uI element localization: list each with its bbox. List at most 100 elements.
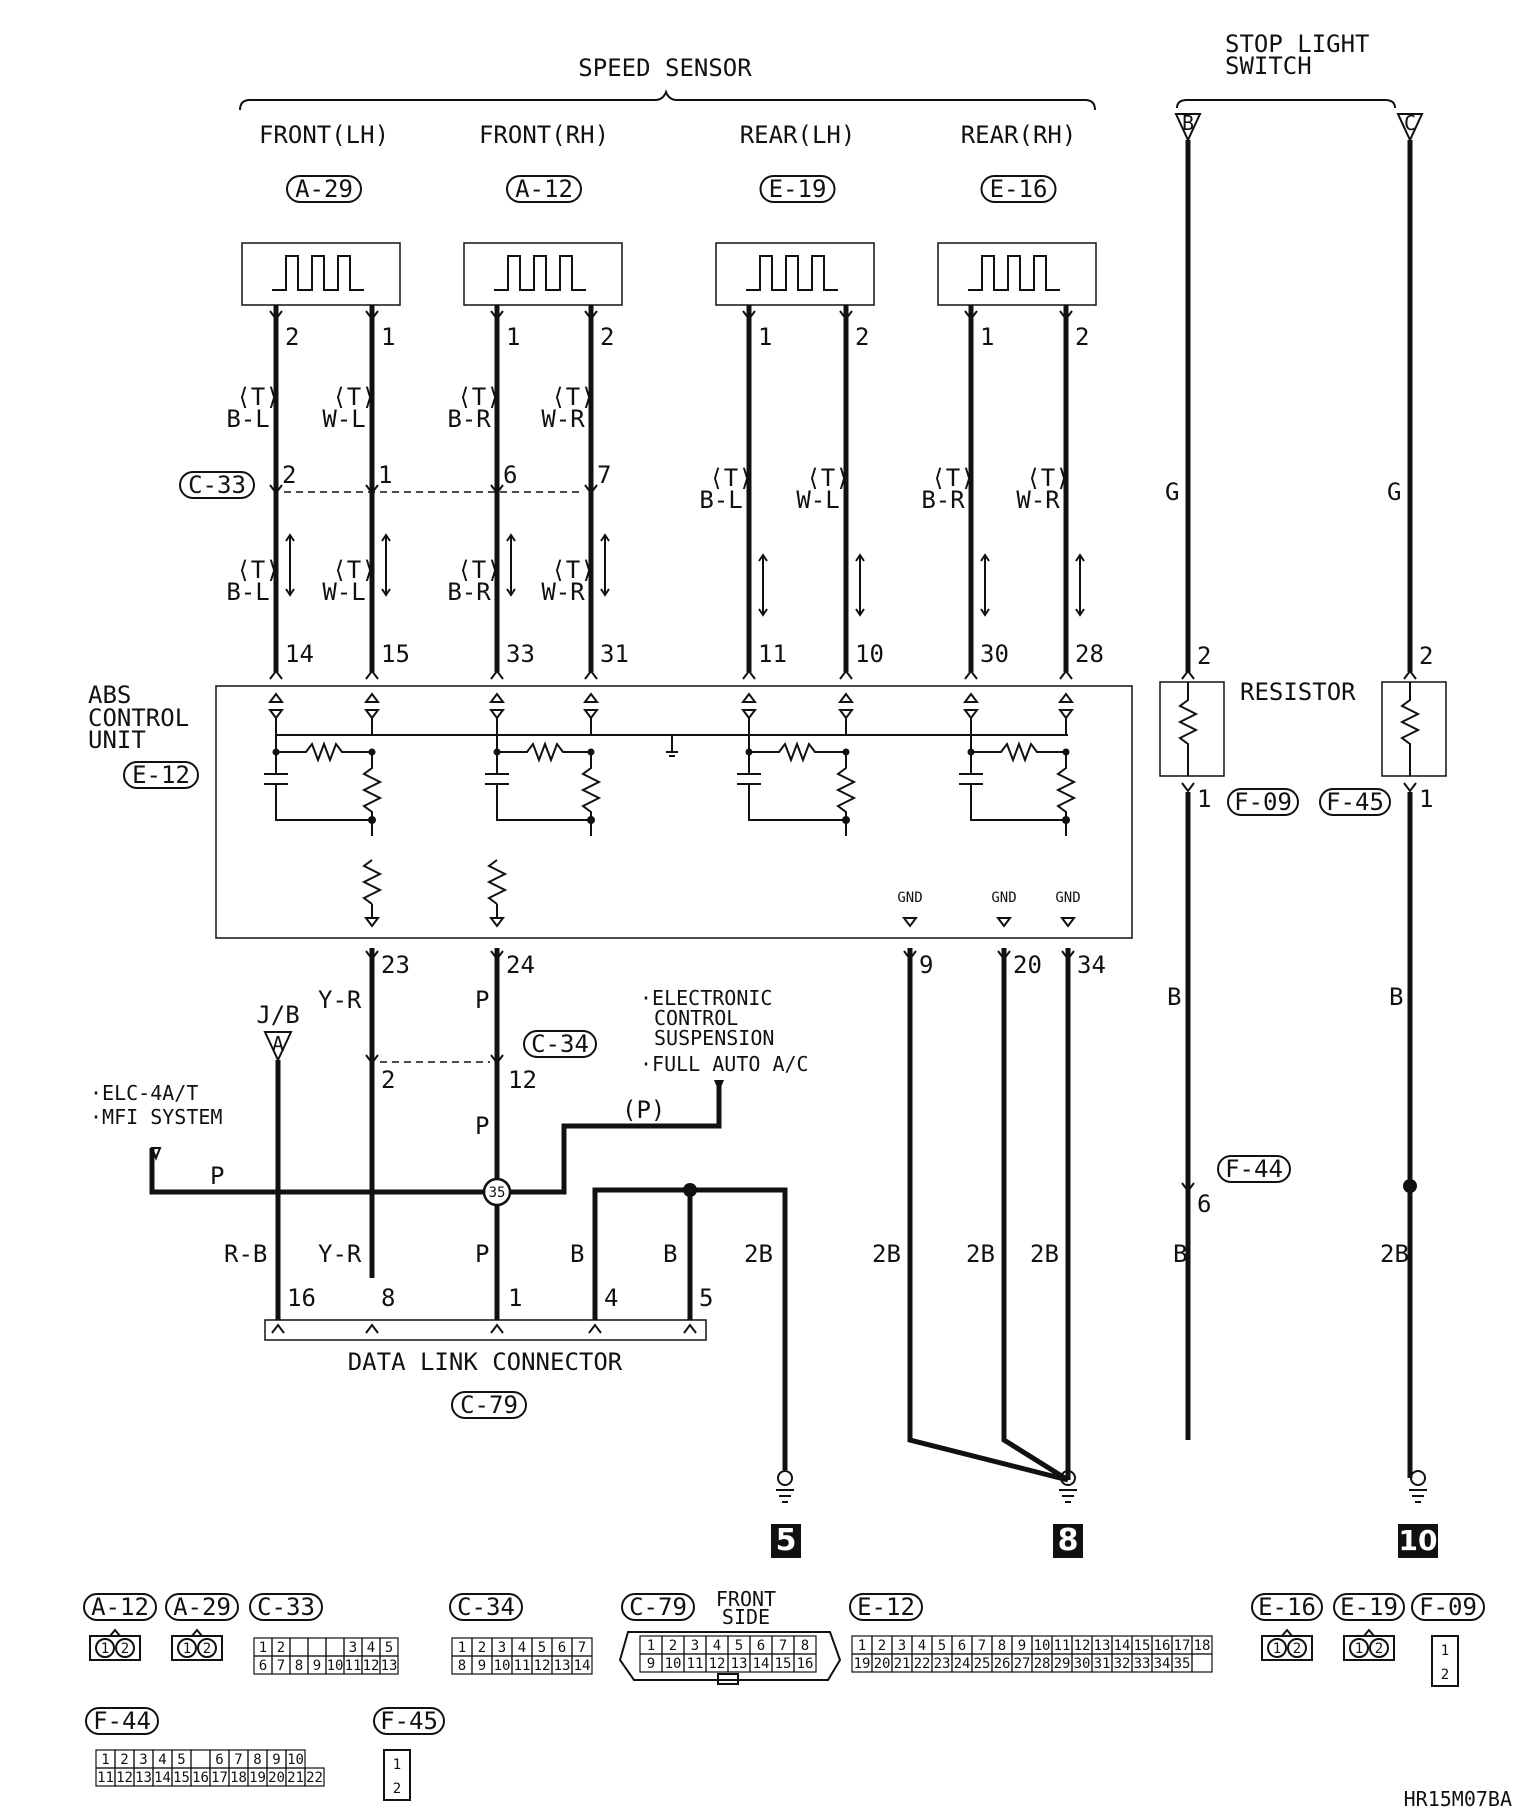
svg-text:1: 1 [183,1641,191,1657]
svg-text:1: 1 [508,1284,522,1312]
svg-text:1: 1 [647,1638,655,1654]
t-mark: ⟨T⟩ [551,383,594,411]
svg-text:6: 6 [558,1640,566,1656]
svg-text:30: 30 [1074,1656,1091,1672]
svg-text:17: 17 [211,1770,228,1786]
svg-text:7: 7 [578,1640,586,1656]
wire-color: W-L [796,486,839,514]
ecu-pin: 28 [1075,640,1104,668]
svg-text:1: 1 [393,1757,401,1773]
svg-text:8: 8 [295,1658,303,1674]
svg-text:B: B [1182,111,1194,135]
svg-text:P: P [475,1240,489,1268]
svg-text:10: 10 [287,1752,304,1768]
label-c33: C-33 [249,1593,323,1621]
svg-text:16: 16 [1154,1638,1171,1654]
abs-label-3: UNIT [88,726,146,754]
t-mark: ⟨T⟩ [931,464,974,492]
svg-text:GND: GND [991,890,1016,906]
svg-text:B: B [1167,983,1181,1011]
stop-light-title-2: SWITCH [1225,52,1312,80]
svg-text:5: 5 [538,1640,546,1656]
label-f44: F-44 [85,1707,159,1735]
svg-text:SIDE: SIDE [722,1605,770,1629]
svg-text:6: 6 [259,1658,267,1674]
svg-text:33: 33 [1134,1656,1151,1672]
svg-text:1: 1 [1419,785,1433,813]
abs-connector-badge [123,761,199,789]
svg-text:F-44: F-44 [1225,1155,1283,1183]
svg-text:12: 12 [363,1658,380,1674]
svg-text:20: 20 [874,1656,891,1672]
svg-text:RESISTOR: RESISTOR [1240,678,1356,706]
t-mark: ⟨T⟩ [332,383,375,411]
svg-text:1: 1 [259,1640,267,1656]
svg-text:14: 14 [753,1656,770,1672]
svg-text:5: 5 [385,1640,393,1656]
abs-connector-label: E-12 [132,761,190,789]
figure-code: HR15M07BA [1404,1787,1512,1811]
svg-text:1: 1 [101,1641,109,1657]
wire-color: B-R [447,578,491,606]
svg-text:19: 19 [854,1656,871,1672]
pulse-icon [746,255,838,291]
svg-text:27: 27 [1014,1656,1031,1672]
svg-text:8: 8 [381,1284,395,1312]
wire-color: B-R [447,405,491,433]
svg-text:2B: 2B [1030,1240,1059,1268]
svg-text:6: 6 [1197,1190,1211,1218]
svg-text:16: 16 [287,1284,316,1312]
t-mark: ⟨T⟩ [332,556,375,584]
label-e19: E-19 [1333,1593,1405,1621]
sensor-connector: E-16 [990,175,1048,203]
label-c79: C-79 [621,1593,695,1621]
svg-text:4: 4 [518,1640,526,1656]
svg-text:34: 34 [1077,951,1106,979]
svg-text:5: 5 [177,1752,185,1768]
ecu-pin: 10 [855,640,884,668]
svg-text:15: 15 [173,1770,190,1786]
svg-text:9: 9 [1018,1638,1026,1654]
t-mark: ⟨T⟩ [457,556,500,584]
svg-text:11: 11 [345,1658,362,1674]
sensor-connector: A-29 [295,175,353,203]
svg-text:14: 14 [574,1658,591,1674]
svg-text:22: 22 [306,1770,323,1786]
svg-text:10: 10 [327,1658,344,1674]
svg-text:6: 6 [215,1752,223,1768]
svg-text:5: 5 [938,1638,946,1654]
svg-text:2B: 2B [966,1240,995,1268]
svg-text:7: 7 [779,1638,787,1654]
svg-text:10: 10 [665,1656,682,1672]
svg-text:34: 34 [1154,1656,1171,1672]
svg-text:E-16: E-16 [1258,1593,1316,1621]
sensor-connector: E-19 [769,175,827,203]
svg-text:FRONT: FRONT [716,1587,776,1611]
data-link-connector: 16 8 1 4 5 DATA LINK CONNECTOR C-79 [264,1284,713,1419]
svg-text:B: B [570,1240,584,1268]
t-mark: ⟨T⟩ [457,383,500,411]
svg-text:CONTROL: CONTROL [654,1006,738,1030]
svg-text:2: 2 [393,1781,401,1797]
t-mark: ⟨T⟩ [1026,464,1069,492]
svg-text:2B: 2B [872,1240,901,1268]
sensor-box [715,242,875,306]
svg-text:1: 1 [101,1752,109,1768]
ground-points: 5 8 10 [771,1470,1438,1558]
svg-text:8: 8 [801,1638,809,1654]
svg-text:20: 20 [268,1770,285,1786]
svg-text:2: 2 [478,1640,486,1656]
sensor-pin: 1 [381,323,395,351]
svg-text:G: G [1165,478,1179,506]
t-mark: ⟨T⟩ [806,464,849,492]
sensor-title: FRONT(LH) [259,121,389,149]
svg-text:10: 10 [1034,1638,1051,1654]
svg-text:A: A [272,1032,284,1056]
svg-text:3: 3 [898,1638,906,1654]
svg-text:5: 5 [735,1638,743,1654]
